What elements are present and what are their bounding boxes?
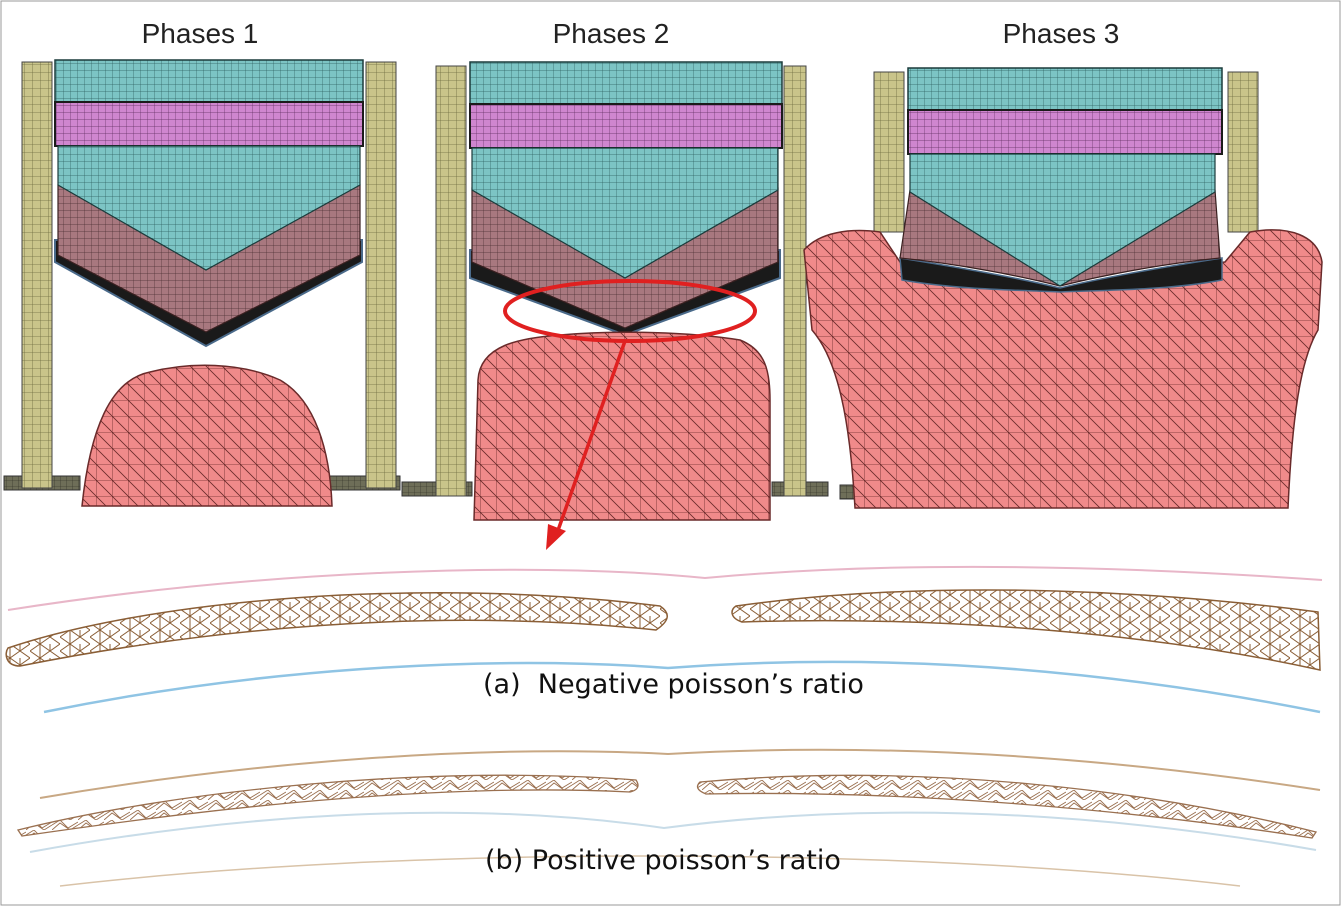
detail-a-blue-boundary — [43, 660, 1321, 714]
phase-2-title: Phases 2 — [553, 18, 670, 49]
detail-b-right-lattice — [696, 774, 1318, 839]
phase-2-frame-left — [435, 65, 467, 497]
phase-2-target — [473, 331, 771, 521]
phase-1-frame-right — [365, 61, 397, 489]
phase-3-middle-layer — [907, 109, 1223, 155]
detail-a-right-lattice — [731, 589, 1321, 671]
phase-2-frame-right — [783, 65, 807, 497]
detail-b-left-lattice — [16, 774, 639, 837]
detail-a-pink-boundary — [7, 565, 1323, 611]
detail-b-outer-boundary — [39, 748, 1321, 799]
phase-3-cyan-core — [909, 153, 1216, 287]
phase-1-top-layer — [54, 59, 364, 103]
phase-3-frame-right — [1227, 71, 1259, 233]
zoom-arrow-line — [554, 340, 627, 537]
phase-2-cyan-core — [471, 147, 779, 279]
detail-a-left-lattice — [5, 592, 668, 667]
caption-b: (b) Positive poisson’s ratio — [485, 845, 841, 876]
detail-negative-poisson: (a) Negative poisson’s ratio — [5, 565, 1323, 714]
phase-1-cyan-core — [57, 145, 361, 271]
phase-2-simulation — [401, 61, 829, 550]
caption-a: (a) Negative poisson’s ratio — [483, 669, 864, 700]
zoom-arrow-head — [546, 524, 566, 550]
phase-1-frame-left — [21, 61, 53, 489]
phase-3-liner — [899, 257, 1223, 293]
detail-positive-poisson: (b) Positive poisson’s ratio — [16, 748, 1321, 887]
phase-1-simulation — [3, 59, 401, 507]
phase-2-middle-layer — [469, 103, 783, 149]
phase-1-middle-layer — [54, 101, 364, 147]
contact-zone-highlight — [503, 279, 757, 343]
phase-3-title: Phases 3 — [1003, 18, 1120, 49]
detail-b-bottom-boundary — [59, 855, 1241, 887]
phase-3-simulation — [803, 67, 1323, 509]
phase-2-top-layer — [469, 61, 783, 105]
phase-3-frame-left — [873, 71, 905, 233]
phase-1-title: Phases 1 — [142, 18, 259, 49]
phase-1-target — [81, 364, 333, 507]
phase-3-top-layer — [907, 67, 1223, 111]
detail-b-inner-boundary — [29, 811, 1317, 853]
